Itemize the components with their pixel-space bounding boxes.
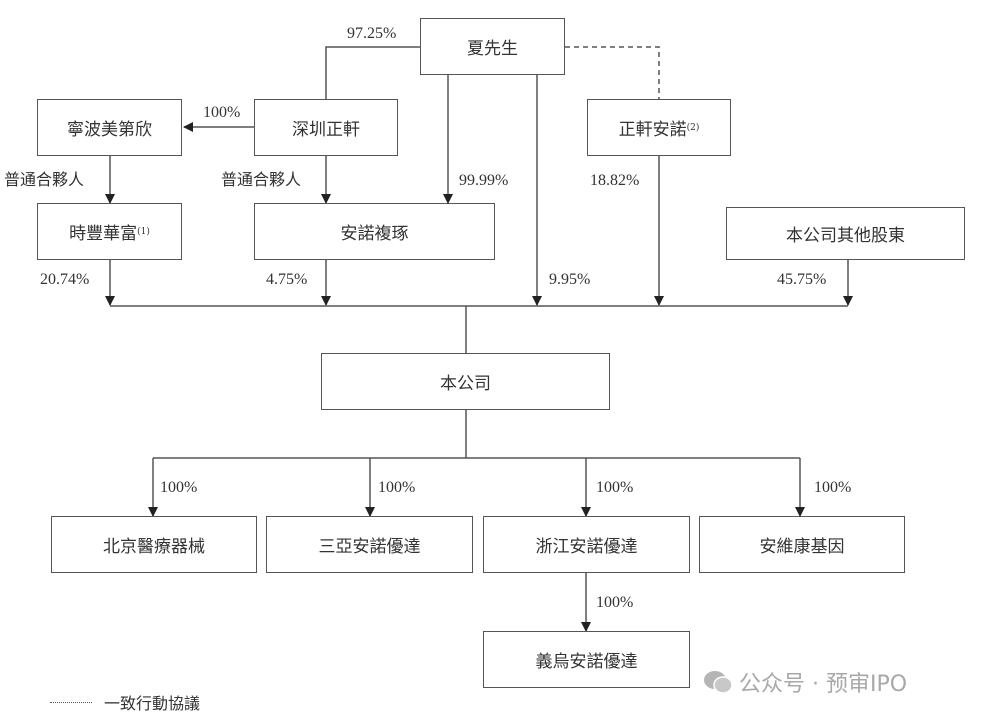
entity-zhejiang: 浙江安諾優達 bbox=[483, 516, 690, 573]
legend: 一致行動協議 bbox=[50, 690, 200, 714]
edge-label: 100% bbox=[203, 104, 241, 121]
edge-label: 9.95% bbox=[549, 271, 591, 288]
wechat-icon bbox=[703, 669, 733, 695]
legend-label: 一致行動協議 bbox=[104, 694, 201, 713]
legend-dotted-line bbox=[50, 701, 92, 703]
entity-beijing: 北京醫療器械 bbox=[51, 516, 257, 573]
dashed-line-xia-zhengxuan bbox=[565, 46, 660, 99]
edge-label: 100% bbox=[814, 479, 852, 496]
edge-label: 99.99% bbox=[459, 172, 509, 189]
entity-xia: 夏先生 bbox=[420, 18, 565, 75]
edge-label: 100% bbox=[596, 479, 634, 496]
edge-label: 4.75% bbox=[266, 271, 308, 288]
entity-sanya: 三亞安諾優達 bbox=[266, 516, 473, 573]
entity-anweikang: 安維康基因 bbox=[699, 516, 905, 573]
watermark-text: 公众号 · 预审IPO bbox=[739, 672, 908, 697]
line-xia-shenzhen bbox=[325, 46, 420, 99]
entity-ningbo: 寧波美第欣 bbox=[37, 99, 182, 156]
footnote-marker: (1) bbox=[137, 226, 150, 237]
edge-label: 18.82% bbox=[590, 172, 640, 189]
footnote-marker: (2) bbox=[686, 122, 700, 133]
entity-name: 時豐華富 bbox=[69, 224, 138, 244]
entity-anuo-fuzhuo: 安諾複琢 bbox=[254, 203, 495, 260]
edge-label: 100% bbox=[596, 594, 634, 611]
entity-zhengxuan-anuo: 正軒安諾(2) bbox=[587, 99, 731, 156]
edge-label: 普通合夥人 bbox=[4, 172, 85, 189]
edge-label: 普通合夥人 bbox=[221, 172, 302, 189]
edge-label: 100% bbox=[378, 479, 416, 496]
edge-label: 45.75% bbox=[777, 271, 827, 288]
edge-label: 97.25% bbox=[347, 25, 397, 42]
entity-shifeng: 時豐華富(1) bbox=[37, 203, 182, 260]
entity-shenzhen: 深圳正軒 bbox=[254, 99, 398, 156]
entity-other-shareholders: 本公司其他股東 bbox=[726, 207, 965, 260]
watermark: 公众号 · 预审IPO bbox=[703, 666, 907, 698]
edge-label: 100% bbox=[160, 479, 198, 496]
edge-label: 20.74% bbox=[40, 271, 90, 288]
entity-yiwu: 義烏安諾優達 bbox=[483, 631, 690, 688]
entity-company: 本公司 bbox=[321, 353, 610, 410]
entity-name: 正軒安諾 bbox=[618, 120, 687, 140]
